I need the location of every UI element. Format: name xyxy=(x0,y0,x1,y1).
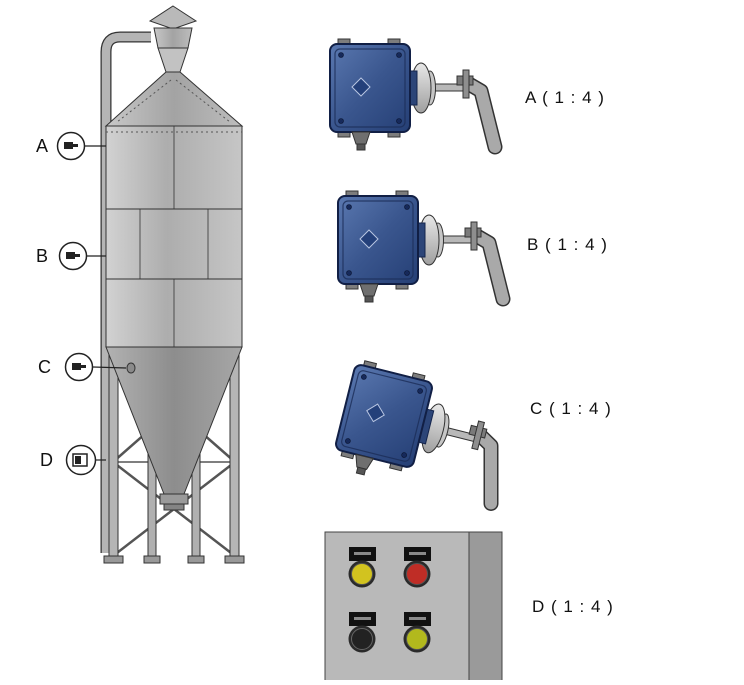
button-label-engraving xyxy=(354,617,371,620)
panel-button-black xyxy=(348,612,376,653)
sensor-icon-shaft xyxy=(81,365,86,368)
callout-c: C xyxy=(38,352,127,382)
sensor-detail-b xyxy=(338,191,503,302)
panel-icon-fill xyxy=(75,456,81,464)
leg-foot xyxy=(103,555,124,564)
panel-button-yellow xyxy=(348,547,376,588)
sensor-icon xyxy=(72,363,81,370)
button-label-engraving xyxy=(354,552,371,555)
button-cap xyxy=(406,628,428,650)
callout-c-leader xyxy=(92,366,127,369)
callout-b-label: B xyxy=(36,246,48,266)
panel-icon xyxy=(72,453,88,467)
detail-label-b: B ( 1 : 4 ) xyxy=(527,235,608,254)
silo-vent-body xyxy=(153,27,193,49)
button-cap xyxy=(351,563,373,585)
roof-rivet-seam xyxy=(175,79,231,123)
panel-button-yellow-green xyxy=(403,612,431,653)
silo-roof xyxy=(104,71,244,127)
button-cap xyxy=(406,563,428,585)
roof-rivet-seam xyxy=(116,79,172,123)
silo-vent-cap xyxy=(148,5,198,30)
silo-outlet-flange xyxy=(163,503,185,511)
silo-vent-funnel xyxy=(157,47,189,73)
fill-pipe xyxy=(101,32,151,553)
sensor-icon xyxy=(66,252,75,259)
control-panel-detail xyxy=(324,531,503,685)
leg-foot xyxy=(143,555,161,564)
sensor-icon-shaft xyxy=(75,254,80,257)
callout-d-label: D xyxy=(40,450,53,470)
detail-label-d: D ( 1 : 4 ) xyxy=(532,597,614,616)
silo-outlet xyxy=(159,493,189,505)
sensor-icon xyxy=(64,142,73,149)
sensor-detail-a xyxy=(330,39,495,150)
button-cap xyxy=(351,628,373,650)
sensor-detail-c xyxy=(330,359,517,507)
callout-d: D xyxy=(40,444,106,476)
leg-foot xyxy=(224,555,245,564)
callout-a-label: A xyxy=(36,136,48,156)
button-label-engraving xyxy=(409,552,426,555)
sensor-icon-shaft xyxy=(73,144,78,147)
panel-side-face xyxy=(468,531,503,685)
callout-c-label: C xyxy=(38,357,51,377)
detail-label-c: C ( 1 : 4 ) xyxy=(530,399,612,418)
button-label-engraving xyxy=(409,617,426,620)
leg-foot xyxy=(187,555,205,564)
panel-button-red xyxy=(403,547,431,588)
silo-drawing: A B C D xyxy=(36,5,245,564)
callout-a: A xyxy=(36,131,106,161)
hopper-sensor-port xyxy=(126,362,136,374)
detail-label-a: A ( 1 : 4 ) xyxy=(525,88,605,107)
callout-b: B xyxy=(36,241,106,271)
